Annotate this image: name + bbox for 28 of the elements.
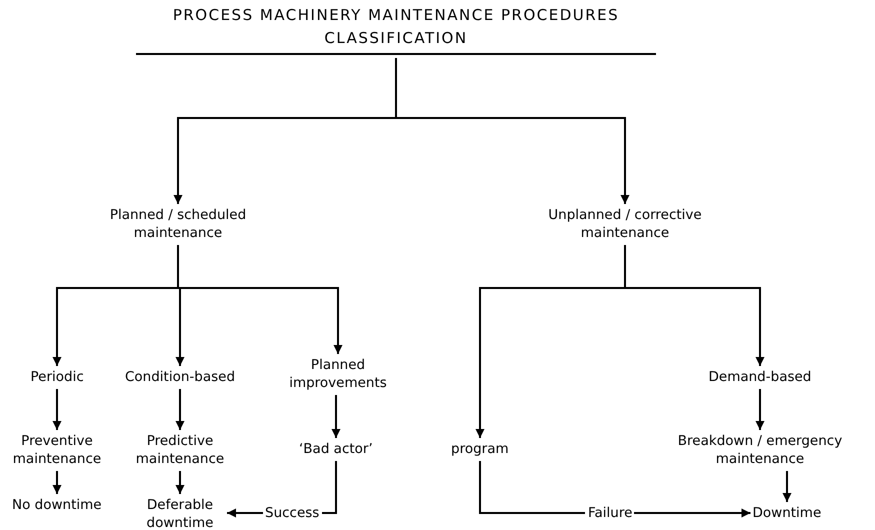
- connector-arrow: [624, 245, 764, 366]
- connector-arrow: [52, 389, 62, 430]
- connector-arrow: [634, 508, 750, 518]
- connector-arrow: [756, 389, 764, 430]
- category-label: Planned improvements: [283, 356, 393, 392]
- category-label: ‘Bad actor’: [299, 440, 373, 458]
- category-label: Failure: [588, 504, 632, 522]
- connector-arrow: [176, 389, 184, 430]
- connector-arrow: [332, 395, 340, 438]
- diagram-heading: PROCESS MACHINERY MAINTENANCE PROCEDURES CLASSIFICATION: [136, 4, 656, 55]
- category-label: Predictive maintenance: [130, 432, 230, 468]
- connector-arrow: [227, 508, 263, 518]
- category-label: Planned / scheduled maintenance: [93, 206, 263, 242]
- category-label: Unplanned / corrective maintenance: [530, 206, 720, 242]
- category-label: No downtime: [12, 496, 102, 514]
- category-label: Downtime: [752, 504, 822, 522]
- category-label: Condition-based: [125, 368, 236, 386]
- category-label: Periodic: [30, 368, 84, 386]
- category-label: Deferable downtime: [135, 496, 225, 530]
- connector-arrow: [395, 58, 630, 204]
- category-label: Preventive maintenance: [7, 432, 107, 468]
- category-label: Breakdown / emergency maintenance: [670, 432, 850, 468]
- category-label: Demand-based: [708, 368, 812, 386]
- category-label: program: [451, 440, 509, 458]
- connector-arrow: [176, 471, 184, 494]
- connector-arrow: [52, 471, 62, 494]
- connector-arrow: [782, 471, 792, 502]
- category-label: Success: [265, 504, 320, 522]
